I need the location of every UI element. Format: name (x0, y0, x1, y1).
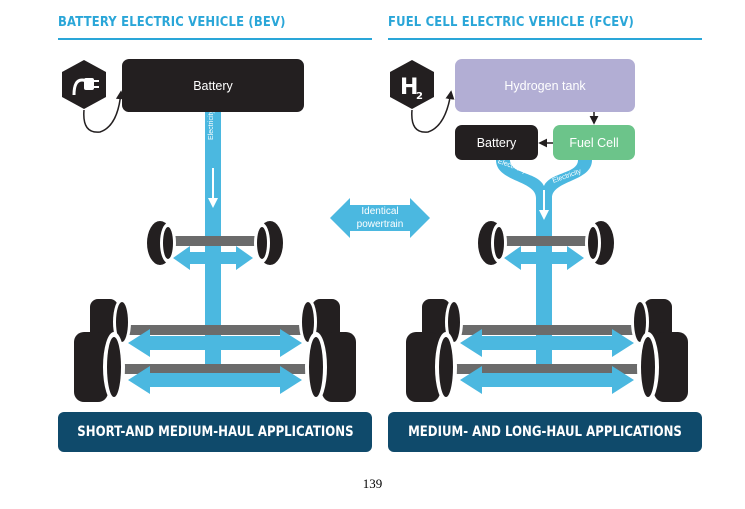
fcev-battery-box: Battery (455, 125, 538, 160)
fcev-heading: FUEL CELL ELECTRIC VEHICLE (FCEV) (388, 14, 635, 30)
bev-rear-axles (74, 298, 356, 402)
fcev-battery-label: Battery (476, 135, 517, 150)
fuel-cell-label: Fuel Cell (569, 135, 619, 150)
h2-subscript: 2 (416, 91, 423, 102)
bev-front-axle (147, 221, 283, 270)
fcev-drivetrain (406, 160, 688, 402)
fcev-rear-axles (406, 298, 688, 402)
page-number: 139 (362, 476, 383, 491)
identical-powertrain-arrow (330, 198, 430, 238)
fcev-front-axle (478, 221, 614, 270)
fuel-cell-box: Fuel Cell (553, 125, 635, 160)
bev-battery-label: Battery (193, 78, 233, 93)
identical-line-2: powertrain (356, 219, 404, 230)
bev-heading-rule (58, 38, 372, 40)
bev-charge-connector (83, 90, 125, 133)
fcev-banner-text: MEDIUM- AND LONG-HAUL APPLICATIONS (408, 424, 682, 440)
bev-heading: BATTERY ELECTRIC VEHICLE (BEV) (58, 14, 286, 30)
hydrogen-tank-box: Hydrogen tank (455, 59, 635, 112)
identical-line-1: Identical (361, 206, 399, 217)
hydrogen-tank-label: Hydrogen tank (504, 78, 586, 93)
fcev-applications-banner: MEDIUM- AND LONG-HAUL APPLICATIONS (388, 412, 702, 452)
bev-battery-box: Battery (122, 59, 304, 112)
bev-banner-text: SHORT-AND MEDIUM-HAUL APPLICATIONS (76, 424, 354, 440)
fcev-heading-rule (388, 38, 702, 40)
bev-applications-banner: SHORT-AND MEDIUM-HAUL APPLICATIONS (58, 412, 372, 452)
fcev-fuel-connector (411, 90, 455, 133)
h2-symbol: H (400, 75, 418, 100)
hydrogen-h2-icon: H 2 (390, 60, 434, 109)
plug-icon (62, 60, 106, 109)
bev-drivetrain (74, 112, 356, 402)
identical-powertrain-label: Identical powertrain (350, 205, 410, 231)
